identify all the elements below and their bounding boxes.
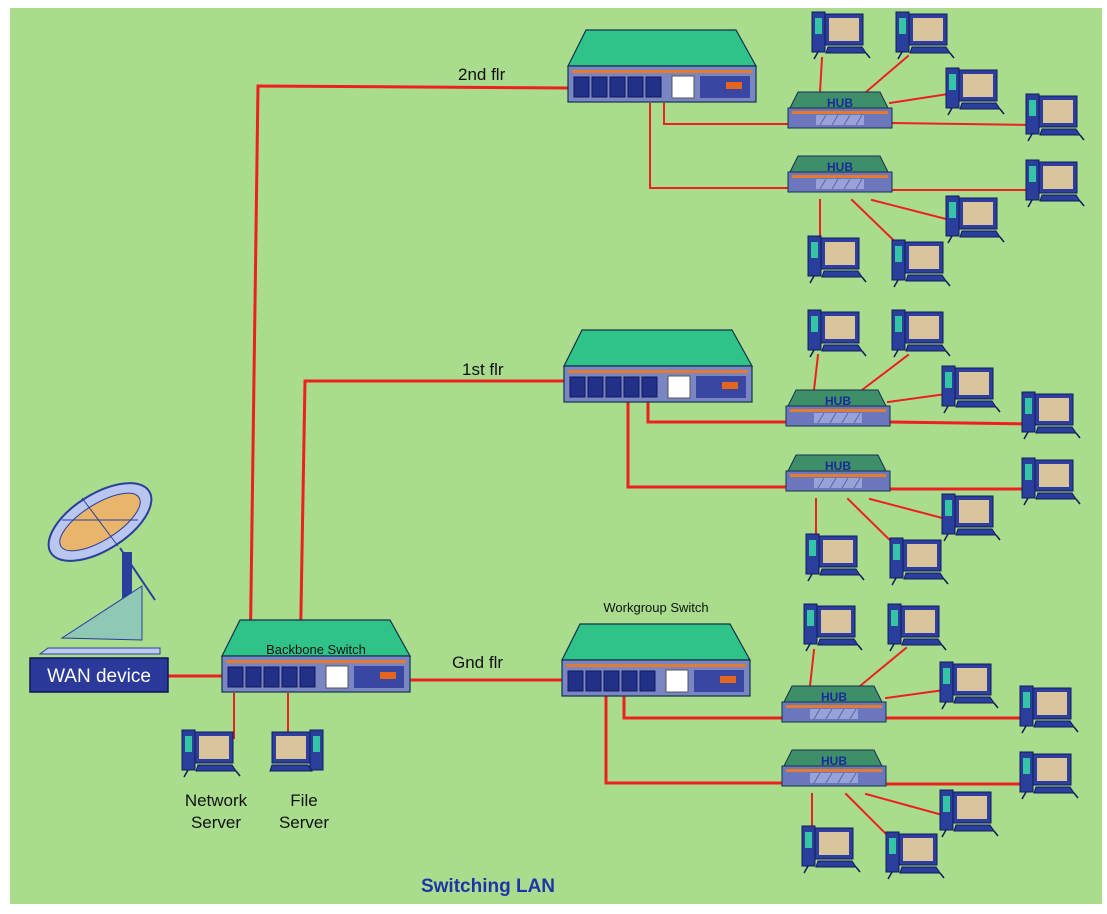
hub-1st-a: HUB	[785, 389, 891, 427]
workstation-icon	[811, 11, 871, 60]
hub-label: HUB	[821, 690, 847, 704]
hub-1st-b: HUB	[785, 454, 891, 492]
workgroup-switch-label: Workgroup Switch	[603, 600, 708, 615]
workstation-icon	[939, 661, 999, 710]
workstation-icon	[807, 235, 867, 284]
backbone-switch: Backbone Switch	[221, 619, 411, 693]
hub-label: HUB	[825, 394, 851, 408]
switch-2nd-floor	[567, 29, 757, 103]
workstation-icon	[885, 831, 945, 880]
workstation-icon	[1021, 391, 1081, 440]
backbone-switch-label: Backbone Switch	[266, 642, 366, 657]
workstation-icon	[941, 493, 1001, 542]
workstation-icon	[895, 11, 955, 60]
workstation-icon	[807, 309, 867, 358]
server-icon	[269, 729, 324, 772]
workstation-icon	[1025, 93, 1085, 142]
workstation-icon	[945, 67, 1005, 116]
diagram-background	[10, 8, 1102, 904]
hub-2nd-a: HUB	[787, 91, 893, 129]
floor-label-2nd: 2nd flr	[458, 65, 506, 84]
hub-2nd-b: HUB	[787, 155, 893, 193]
file-server-label-line2: Server	[279, 813, 329, 832]
workstation-icon	[941, 365, 1001, 414]
workgroup-switch: Workgroup Switch	[561, 600, 751, 697]
hub-label: HUB	[825, 459, 851, 473]
workstation-icon	[1019, 751, 1079, 800]
hub-gnd-b: HUB	[781, 749, 887, 787]
satellite-dish-icon	[38, 482, 161, 655]
workstation-icon	[891, 239, 951, 288]
network-server-label-line2: Server	[191, 813, 241, 832]
workstation-icon	[801, 825, 861, 874]
server-icon	[181, 729, 241, 778]
workstation-icon	[803, 603, 863, 652]
switch-1st-floor	[563, 329, 753, 403]
hub-gnd-a: HUB	[781, 685, 887, 723]
workstation-icon	[1021, 457, 1081, 506]
file-server: File Server	[269, 729, 329, 832]
workstation-icon	[939, 789, 999, 838]
workstation-icon	[945, 195, 1005, 244]
workstation-icon	[891, 309, 951, 358]
floor-label-1st: 1st flr	[462, 360, 504, 379]
diagram-title: Switching LAN	[421, 876, 555, 897]
workstation-icon	[805, 533, 865, 582]
network-server: Network Server	[181, 729, 248, 832]
workstation-icon	[887, 603, 947, 652]
wan-device-label: WAN device	[47, 666, 151, 687]
hub-label: HUB	[827, 160, 853, 174]
wan-device: WAN device	[29, 657, 169, 693]
workstation-icon	[889, 537, 949, 586]
workstation-icon	[1019, 685, 1079, 734]
workstation-icon	[1025, 159, 1085, 208]
hub-label: HUB	[821, 754, 847, 768]
floor-label-gnd: Gnd flr	[452, 653, 503, 672]
file-server-label-line1: File	[290, 791, 317, 810]
hub-label: HUB	[827, 96, 853, 110]
network-server-label-line1: Network	[185, 791, 248, 810]
